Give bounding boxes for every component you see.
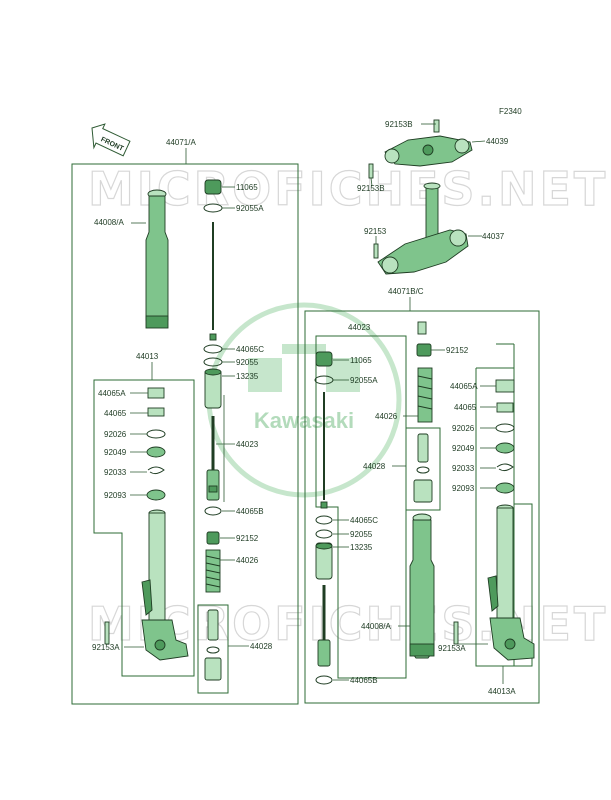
label-right-nut: 92152 xyxy=(446,346,469,355)
label-right-clip: 92033 xyxy=(452,464,475,473)
left-top-cap xyxy=(203,179,223,213)
steering-stem xyxy=(373,182,482,275)
label-left-tube: 44008/A xyxy=(94,218,124,227)
label-left-outer: 44013 xyxy=(136,352,159,361)
label-stem: 44037 xyxy=(482,232,505,241)
label-left-clip: 92033 xyxy=(104,468,127,477)
label-right-spring: 44026 xyxy=(375,412,398,421)
label-left-washer: 92026 xyxy=(104,430,127,439)
label-right-guide: 44065 xyxy=(454,403,477,412)
label-left-oring: 92055A xyxy=(236,204,264,213)
watermark-top: MICROFICHES.NET xyxy=(88,162,608,216)
left-seal-stack xyxy=(146,387,166,501)
label-right-guide-b: 44065B xyxy=(350,676,378,685)
label-left-assy: 44071/A xyxy=(166,138,196,147)
upper-bracket xyxy=(368,119,486,187)
left-piston xyxy=(204,609,222,681)
label-right-tube: 44008/A xyxy=(361,622,391,631)
right-assembly-frame xyxy=(304,310,540,704)
front-arrow-icon: FRONT xyxy=(91,123,131,157)
label-left-cap: 11065 xyxy=(236,183,258,192)
label-left-dust: 92093 xyxy=(104,491,127,500)
label-left-cartridge: 44023 xyxy=(236,440,259,449)
label-left-spring: 44026 xyxy=(236,556,259,565)
label-right-cap: 11065 xyxy=(350,356,372,365)
left-inner-tube xyxy=(141,509,189,661)
right-inner-tube xyxy=(487,504,535,661)
label-left-seal: 92049 xyxy=(104,448,127,457)
label-upper-bracket-part: 44039 xyxy=(486,137,509,146)
label-right-piston: 44028 xyxy=(363,462,386,471)
label-stem-bolt: 92153 xyxy=(364,227,387,236)
label-left-piston: 44028 xyxy=(250,642,273,651)
label-left-guide-b: 44065B xyxy=(236,507,264,516)
label-right-cartridge: 44023 xyxy=(348,323,371,332)
label-left-guide-c: 44065C xyxy=(236,345,264,354)
label-right-seal: 92049 xyxy=(452,444,475,453)
label-left-guide-a: 44065A xyxy=(98,389,126,398)
label-right-guide-a: 44065A xyxy=(450,382,478,391)
logo-text: Kawasaki xyxy=(254,408,354,433)
label-right-dust: 92093 xyxy=(452,484,475,493)
left-assembly-frame xyxy=(71,163,299,705)
left-nut xyxy=(206,531,220,545)
label-right-cyl: 13235 xyxy=(350,543,373,552)
left-cartridge xyxy=(206,416,220,501)
label-right-outer: 44013A xyxy=(488,687,516,696)
right-spring xyxy=(417,367,433,423)
right-piston xyxy=(413,433,433,503)
label-upper-bracket: 92153B xyxy=(385,120,413,129)
left-spring xyxy=(205,549,221,593)
label-left-nut: 92152 xyxy=(236,534,259,543)
label-right-oring2: 92055 xyxy=(350,530,373,539)
left-outer-tube xyxy=(145,189,169,329)
label-right-bolt: 92153A xyxy=(438,644,466,653)
label-left-bolt: 92153A xyxy=(92,643,120,652)
label-left-cyl: 13235 xyxy=(236,372,259,381)
right-seal-stack xyxy=(495,379,515,494)
right-fork-tube xyxy=(409,513,435,659)
figure-code: F2340 xyxy=(499,107,522,116)
label-left-oring2: 92055 xyxy=(236,358,259,367)
kawasaki-logo: Kawasaki xyxy=(206,302,402,498)
label-left-guide: 44065 xyxy=(104,409,127,418)
label-right-assy: 44071B/C xyxy=(388,287,424,296)
label-right-guide-c: 44065C xyxy=(350,516,378,525)
label-right-oring: 92055A xyxy=(350,376,378,385)
label-right-washer: 92026 xyxy=(452,424,475,433)
label-upper-bracket-bolt: 92153B xyxy=(357,184,385,193)
